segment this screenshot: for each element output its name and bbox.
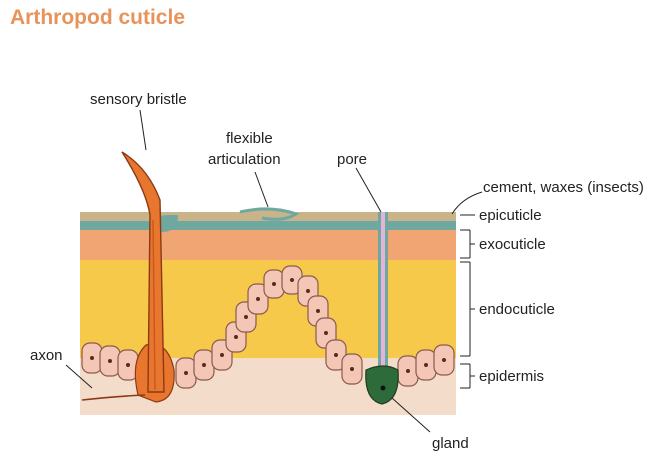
label-endocuticle: endocuticle bbox=[479, 301, 555, 318]
gland-cell bbox=[365, 365, 399, 405]
label-gland: gland bbox=[432, 435, 469, 452]
label-exocuticle: exocuticle bbox=[479, 236, 546, 253]
axon-fiber bbox=[81, 394, 146, 401]
label-pore: pore bbox=[337, 151, 367, 168]
pore-canal bbox=[381, 212, 385, 370]
sensory-bristle bbox=[121, 151, 165, 393]
epicuticle-layer bbox=[80, 220, 456, 230]
label-cement: cement, waxes (insects) bbox=[483, 179, 644, 196]
label-flexible: flexible bbox=[226, 130, 273, 147]
label-sensory-bristle: sensory bristle bbox=[90, 91, 187, 108]
label-articulation: articulation bbox=[208, 151, 281, 168]
exocuticle-layer bbox=[80, 228, 456, 260]
label-pointers bbox=[65, 109, 483, 433]
cuticle-block bbox=[80, 212, 456, 415]
label-epicuticle: epicuticle bbox=[479, 207, 542, 224]
flexible-articulation bbox=[239, 207, 300, 221]
diagram-title: Arthropod cuticle bbox=[10, 6, 186, 29]
label-epidermis: epidermis bbox=[479, 368, 544, 385]
label-axon: axon bbox=[30, 347, 63, 364]
